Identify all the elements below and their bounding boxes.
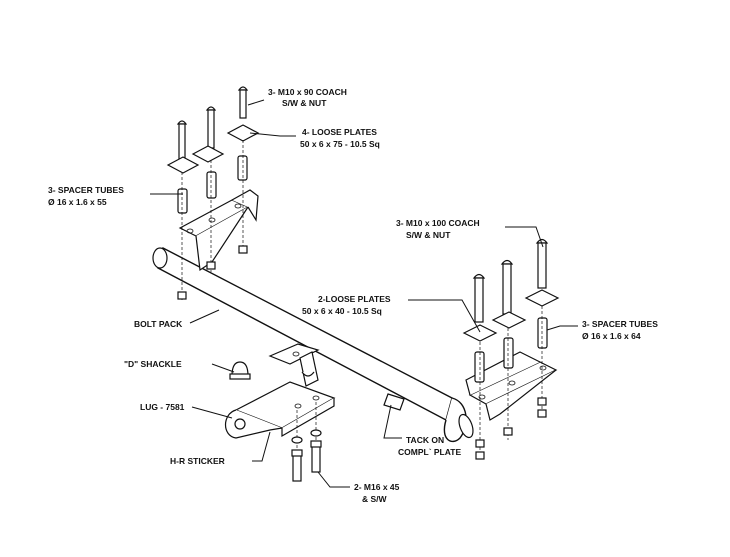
left-bracket (178, 189, 259, 272)
main-crossbar (152, 246, 474, 443)
right-dashed-axes (479, 306, 543, 455)
label-coach-bolts-left-line2: S/W & NUT (282, 98, 327, 108)
right-bracket (465, 351, 558, 421)
right-loose-plates (462, 289, 560, 342)
label-coach-bolts-right-line2: S/W & NUT (406, 230, 451, 240)
label-bolt-pack: BOLT PACK (134, 319, 183, 329)
label-m16-bolts-line1: 2- M16 x 45 (354, 482, 400, 492)
m16-bolts (291, 402, 322, 482)
label-loose-plates-left-line1: 4- LOOSE PLATES (302, 127, 377, 137)
callout-coach-bolts-left: 3- M10 x 90 COACH S/W & NUT (268, 87, 347, 108)
left-loose-plates (166, 124, 260, 174)
label-spacer-tubes-left-line1: 3- SPACER TUBES (48, 185, 124, 195)
label-d-shackle: "D" SHACKLE (124, 359, 182, 369)
center-mount (268, 343, 320, 387)
callout-spacer-tubes-right: 3- SPACER TUBES Ø 16 x 1.6 x 64 (582, 319, 658, 341)
right-nuts (475, 397, 547, 460)
left-nuts (177, 245, 248, 300)
left-spacer-tubes (177, 155, 248, 214)
label-loose-plates-right-line2: 50 x 6 x 40 - 10.5 Sq (302, 306, 382, 316)
callout-m16-bolts: 2- M16 x 45 & S/W (354, 482, 400, 504)
callout-spacer-tubes-left: 3- SPACER TUBES Ø 16 x 1.6 x 55 (48, 185, 124, 207)
label-spacer-tubes-right-line2: Ø 16 x 1.6 x 64 (582, 331, 641, 341)
label-coach-bolts-right-line1: 3- M10 x 100 COACH (396, 218, 480, 228)
right-coach-bolts (472, 238, 549, 323)
label-tack-on-line1: TACK ON (406, 435, 444, 445)
label-loose-plates-left-line2: 50 x 6 x 75 - 10.5 Sq (300, 139, 380, 149)
label-hr-sticker: H-R STICKER (170, 456, 225, 466)
d-shackle (229, 361, 251, 380)
callout-loose-plates-right: 2-LOOSE PLATES 50 x 6 x 40 - 10.5 Sq (302, 294, 391, 316)
label-lug: LUG - 7581 (140, 402, 185, 412)
label-spacer-tubes-left-line2: Ø 16 x 1.6 x 55 (48, 197, 107, 207)
left-dashed-axes (181, 140, 244, 300)
label-coach-bolts-left-line1: 3- M10 x 90 COACH (268, 87, 347, 97)
label-tack-on-line2: COMPL` PLATE (398, 447, 461, 457)
callout-tack-on: TACK ON COMPL` PLATE (398, 435, 461, 457)
label-loose-plates-right-line1: 2-LOOSE PLATES (318, 294, 391, 304)
label-spacer-tubes-right-line1: 3- SPACER TUBES (582, 319, 658, 329)
leader-lines (150, 99, 578, 488)
callout-loose-plates-left: 4- LOOSE PLATES 50 x 6 x 75 - 10.5 Sq (300, 127, 380, 149)
right-spacer-tubes (474, 317, 548, 383)
tow-lug (224, 381, 336, 439)
callout-coach-bolts-right: 3- M10 x 100 COACH S/W & NUT (396, 218, 480, 240)
label-m16-bolts-line2: & S/W (362, 494, 388, 504)
